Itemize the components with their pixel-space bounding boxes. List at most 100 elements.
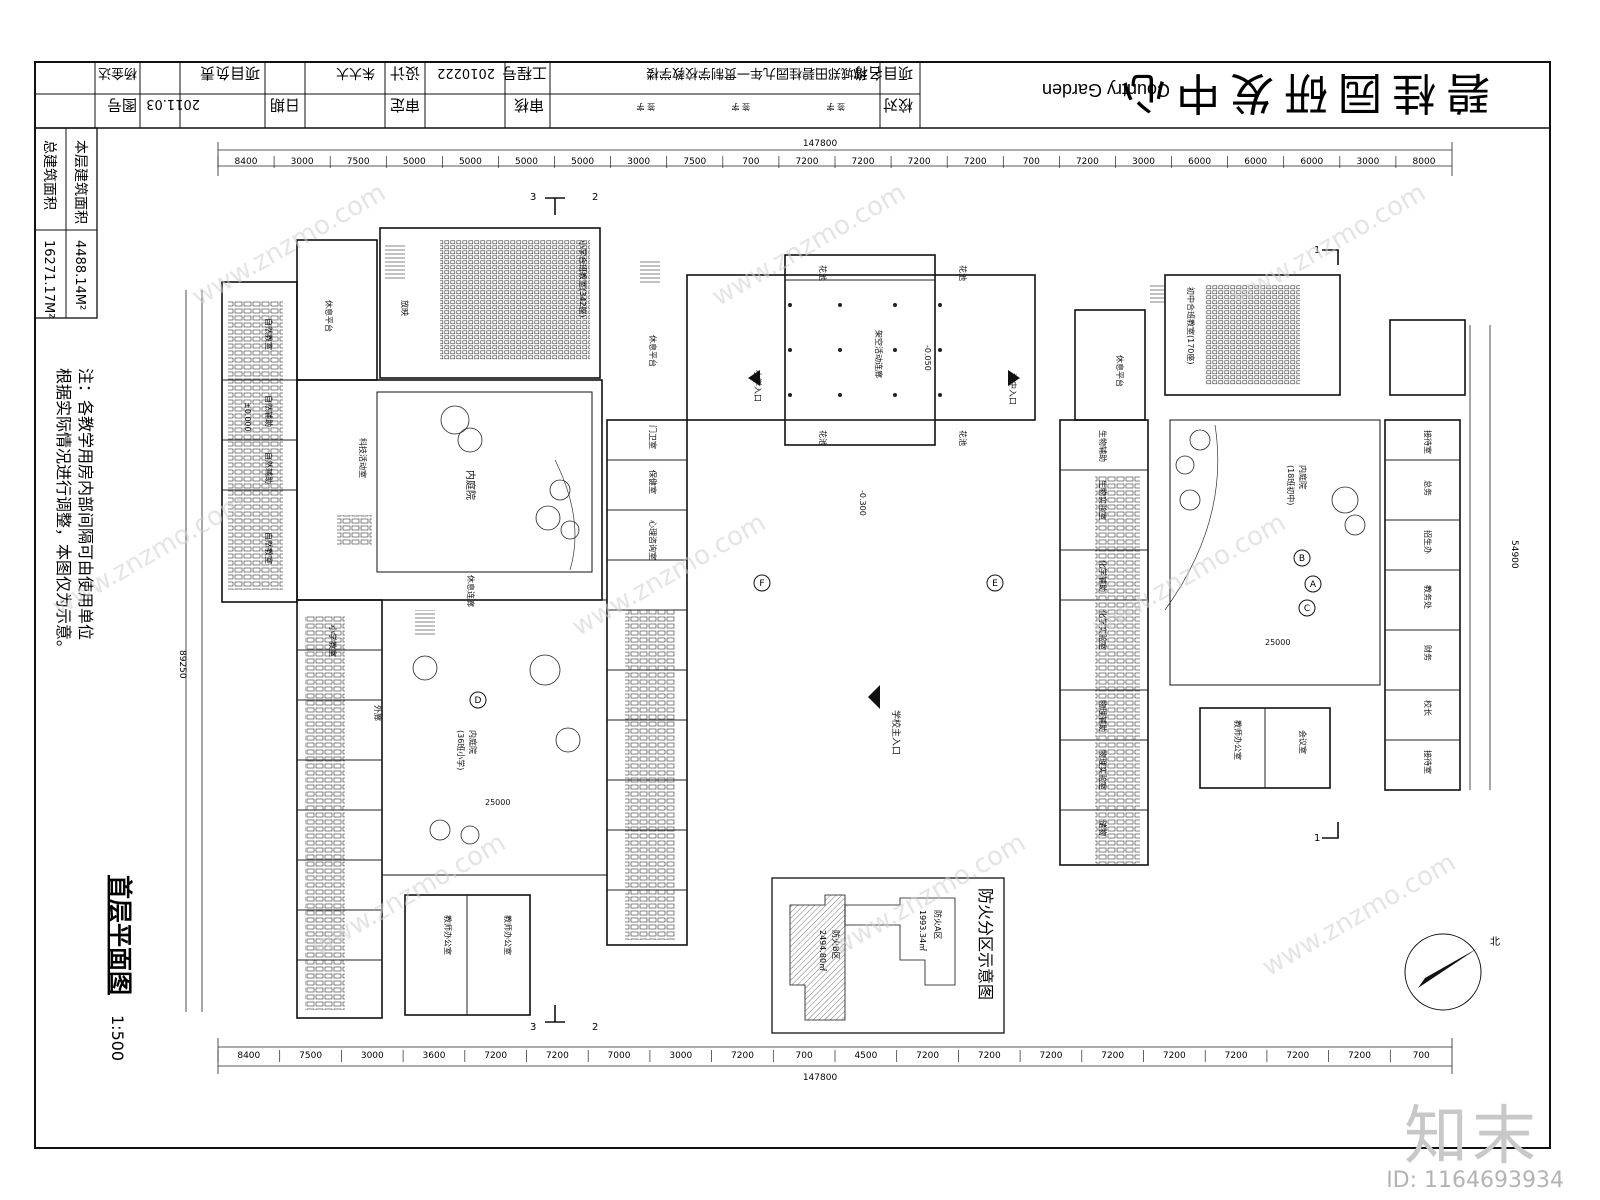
sign-1: 签 字	[826, 102, 845, 112]
bottom-total-dim: 147800	[803, 1073, 838, 1083]
top-dim-12: 7200	[908, 157, 931, 167]
top-dim-7: 3000	[627, 157, 650, 167]
bottom-dim-15: 7200	[1163, 1051, 1186, 1061]
bottom-dimension-chain	[217, 1038, 1453, 1074]
floor-area-label: 本层建筑面积	[72, 140, 88, 224]
title-block: 碧桂园研发中心 Country Garden 校对 项目名称 签 字 签 字 签…	[34, 61, 1551, 129]
left-total-dim: 89250	[177, 650, 187, 679]
classroom-desks-w	[305, 615, 345, 1010]
main-entry-arrow	[868, 685, 880, 709]
label-admissions: 招生办	[1423, 530, 1433, 554]
sign-3: 签 字	[636, 102, 655, 112]
label-activity: 架空活动连廊	[874, 330, 884, 378]
label-court-upper: 内庭院	[464, 470, 477, 500]
top-dim-2: 7500	[347, 157, 370, 167]
top-dim-14: 700	[1023, 157, 1040, 167]
label-rest-corridor: 休息连廊	[466, 575, 476, 607]
classroom-desks-e	[625, 610, 675, 940]
fire-zone-a-name: 防火A区	[933, 910, 943, 939]
building-walls	[221, 227, 1466, 1019]
grid-e: E	[992, 579, 998, 589]
image-id: ID: 1164693934	[1386, 1168, 1564, 1193]
approve-label: 审定	[390, 96, 420, 114]
total-area-value: 16271.17M²	[41, 240, 56, 318]
label-flower-3: 花池	[818, 430, 828, 446]
fire-zone-b-area: 2494.80㎡	[818, 930, 827, 971]
top-dim-8: 7500	[683, 157, 706, 167]
stair-1	[385, 245, 405, 280]
grid-bubbles: A B C D E F	[469, 549, 1322, 709]
fire-zone-a-area: 1993.34㎡	[918, 910, 927, 951]
drawing-scale: 1:500	[108, 1015, 127, 1061]
label-teacher-2: 教师办公室	[503, 915, 513, 955]
label-nature-3: 自然辅助	[264, 452, 274, 484]
label-phys-aux: 物理辅助	[1098, 700, 1108, 732]
fire-zone-title: 防火分区示意图	[976, 888, 995, 1000]
label-court-primary: 内庭院	[468, 730, 478, 754]
drawing-title: 首层平面图	[106, 875, 134, 995]
label-meeting: 会议室	[1298, 730, 1308, 754]
label-elev: -0.050	[923, 345, 932, 371]
label-academic: 教务处	[1423, 585, 1433, 609]
project-no: 2010222	[437, 65, 495, 80]
brand-watermark: 知末	[1404, 1100, 1540, 1174]
bottom-dim-7: 3000	[669, 1051, 692, 1061]
label-bio-aux: 生物辅助	[1098, 430, 1108, 462]
bottom-dim-11: 7200	[916, 1051, 939, 1061]
north-label: 北	[1490, 936, 1500, 948]
label-chem-lab: 化学实验室	[1098, 610, 1108, 650]
courtyard-path-2	[1164, 424, 1219, 611]
grid-b: B	[1299, 554, 1305, 564]
label-rest-1: 休息平台	[324, 300, 334, 332]
top-dim-1: 3000	[291, 157, 314, 167]
top-dim-20: 3000	[1356, 157, 1379, 167]
bottom-dim-6: 7000	[608, 1051, 631, 1061]
top-dim-13: 7200	[964, 157, 987, 167]
label-principal: 校长	[1423, 700, 1433, 716]
courtyard-trees	[412, 405, 1366, 845]
label-elev-3: -0.300	[858, 490, 867, 516]
bottom-dim-1: 7500	[299, 1051, 322, 1061]
top-dim-17: 6000	[1188, 157, 1211, 167]
north-arrow: 北	[1404, 933, 1500, 1011]
section-3-top: 3	[530, 192, 536, 203]
label-nature-4: 自然教室	[264, 532, 274, 564]
company-name: 碧桂园研发中心	[1112, 67, 1490, 118]
top-dim-4: 5000	[459, 157, 482, 167]
sign-2: 签 字	[731, 102, 750, 112]
check-label: 校对	[883, 96, 913, 114]
grid-d: D	[475, 696, 482, 706]
corridor-columns	[788, 303, 942, 397]
bottom-dim-9: 700	[796, 1051, 813, 1061]
label-nature-2: 自然辅助	[264, 395, 274, 427]
label-chem-aux: 化学辅助	[1098, 560, 1108, 592]
grid-c: C	[1304, 604, 1310, 614]
label-rest-2: 休息平台	[648, 335, 658, 367]
project-name-label: 项目名称	[853, 64, 913, 82]
label-flower-4: 花池	[958, 430, 968, 446]
grid-a: A	[1310, 580, 1317, 590]
left-dimension-chain	[185, 290, 203, 1012]
design-label: 设计	[390, 64, 420, 82]
bottom-dim-14: 7200	[1101, 1051, 1124, 1061]
top-dim-3: 5000	[403, 157, 426, 167]
label-tech-room: 科技活动室	[358, 438, 368, 478]
top-dim-10: 7200	[796, 157, 819, 167]
label-flower-1: 花池	[818, 265, 828, 281]
label-flower-2: 花池	[958, 265, 968, 281]
courtyard-path	[554, 459, 576, 571]
label-counsel: 心理咨询室	[648, 520, 658, 560]
project-no-label: 工程号	[502, 64, 547, 82]
section-3-bottom: 3	[530, 1022, 536, 1033]
bottom-dim-3: 3600	[423, 1051, 446, 1061]
interior-partitions	[222, 279, 1460, 1015]
label-outer-corridor: 外廊	[373, 705, 383, 721]
label-nature-1: 自然教室	[264, 318, 274, 350]
label-bio-lab: 生物实验室	[1098, 480, 1108, 520]
fire-zone-b-name: 防火B区	[831, 930, 841, 960]
right-total-dim: 54900	[1509, 540, 1519, 569]
top-dim-15: 7200	[1076, 157, 1099, 167]
top-dim-21: 8000	[1413, 157, 1436, 167]
top-dim-9: 700	[742, 157, 759, 167]
